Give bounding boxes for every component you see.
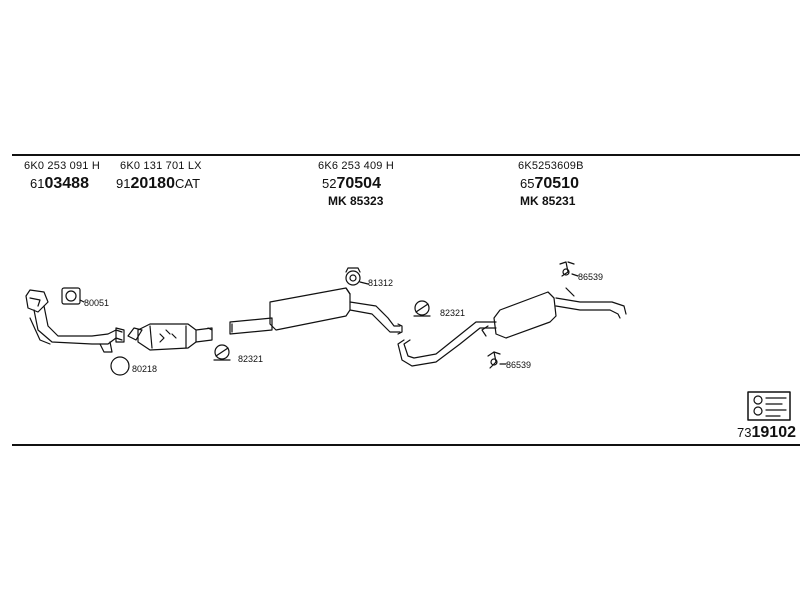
ring-icon (110, 356, 130, 376)
part-number-1-main: 03488 (44, 175, 89, 192)
oem-number-1: 6K0 253 091 H (24, 160, 100, 172)
part-number-3: 5270504 (322, 175, 381, 193)
label-gasket-top: 80051 (84, 298, 110, 308)
gasket-icon (61, 287, 81, 305)
part-number-2-main: 20180 (130, 175, 175, 192)
oem-number-3: 6K6 253 409 H (318, 160, 394, 172)
footer-part-number: 7319102 (737, 424, 796, 442)
mk-number-3: MK 85323 (328, 194, 384, 208)
part-number-2: 9120180CAT (116, 175, 200, 193)
part-number-2-prefix: 91 (116, 176, 131, 191)
part-number-4-prefix: 65 (520, 176, 535, 191)
rear-muffler (397, 287, 627, 367)
label-clamp-1: 82321 (238, 354, 264, 364)
hanger-icon (559, 261, 575, 277)
label-hanger-2-bottom: 86539 (506, 360, 532, 370)
clamp-icon (213, 344, 231, 361)
part-number-1: 6103488 (30, 175, 89, 193)
part-number-2-suffix: CAT (174, 176, 201, 191)
oem-number-2: 6K0 131 701 LX (120, 160, 202, 172)
part-number-4: 6570510 (520, 175, 579, 193)
label-hanger-1: 81312 (368, 278, 394, 288)
mk-number-4: MK 85231 (520, 194, 576, 208)
label-ring: 80218 (132, 364, 158, 374)
part-number-4-main: 70510 (534, 175, 579, 192)
clamp-icon (413, 300, 431, 317)
footer-part-number-prefix: 73 (737, 425, 752, 440)
hanger-icon (345, 267, 361, 286)
bottom-rule (12, 444, 800, 446)
label-clamp-2: 82321 (440, 308, 466, 318)
front-pipe (25, 289, 125, 353)
label-hanger-2-top: 86539 (578, 272, 604, 282)
top-rule (12, 154, 800, 156)
part-number-3-main: 70504 (336, 175, 381, 192)
part-number-1-prefix: 61 (30, 176, 45, 191)
catalytic-converter (127, 323, 213, 351)
middle-muffler (229, 287, 403, 335)
oem-number-4: 6K5253609B (518, 160, 584, 172)
hanger-icon (487, 351, 501, 369)
footer-part-number-main: 19102 (751, 424, 797, 441)
parts-diagram-icon (747, 391, 791, 421)
part-number-3-prefix: 52 (322, 176, 337, 191)
